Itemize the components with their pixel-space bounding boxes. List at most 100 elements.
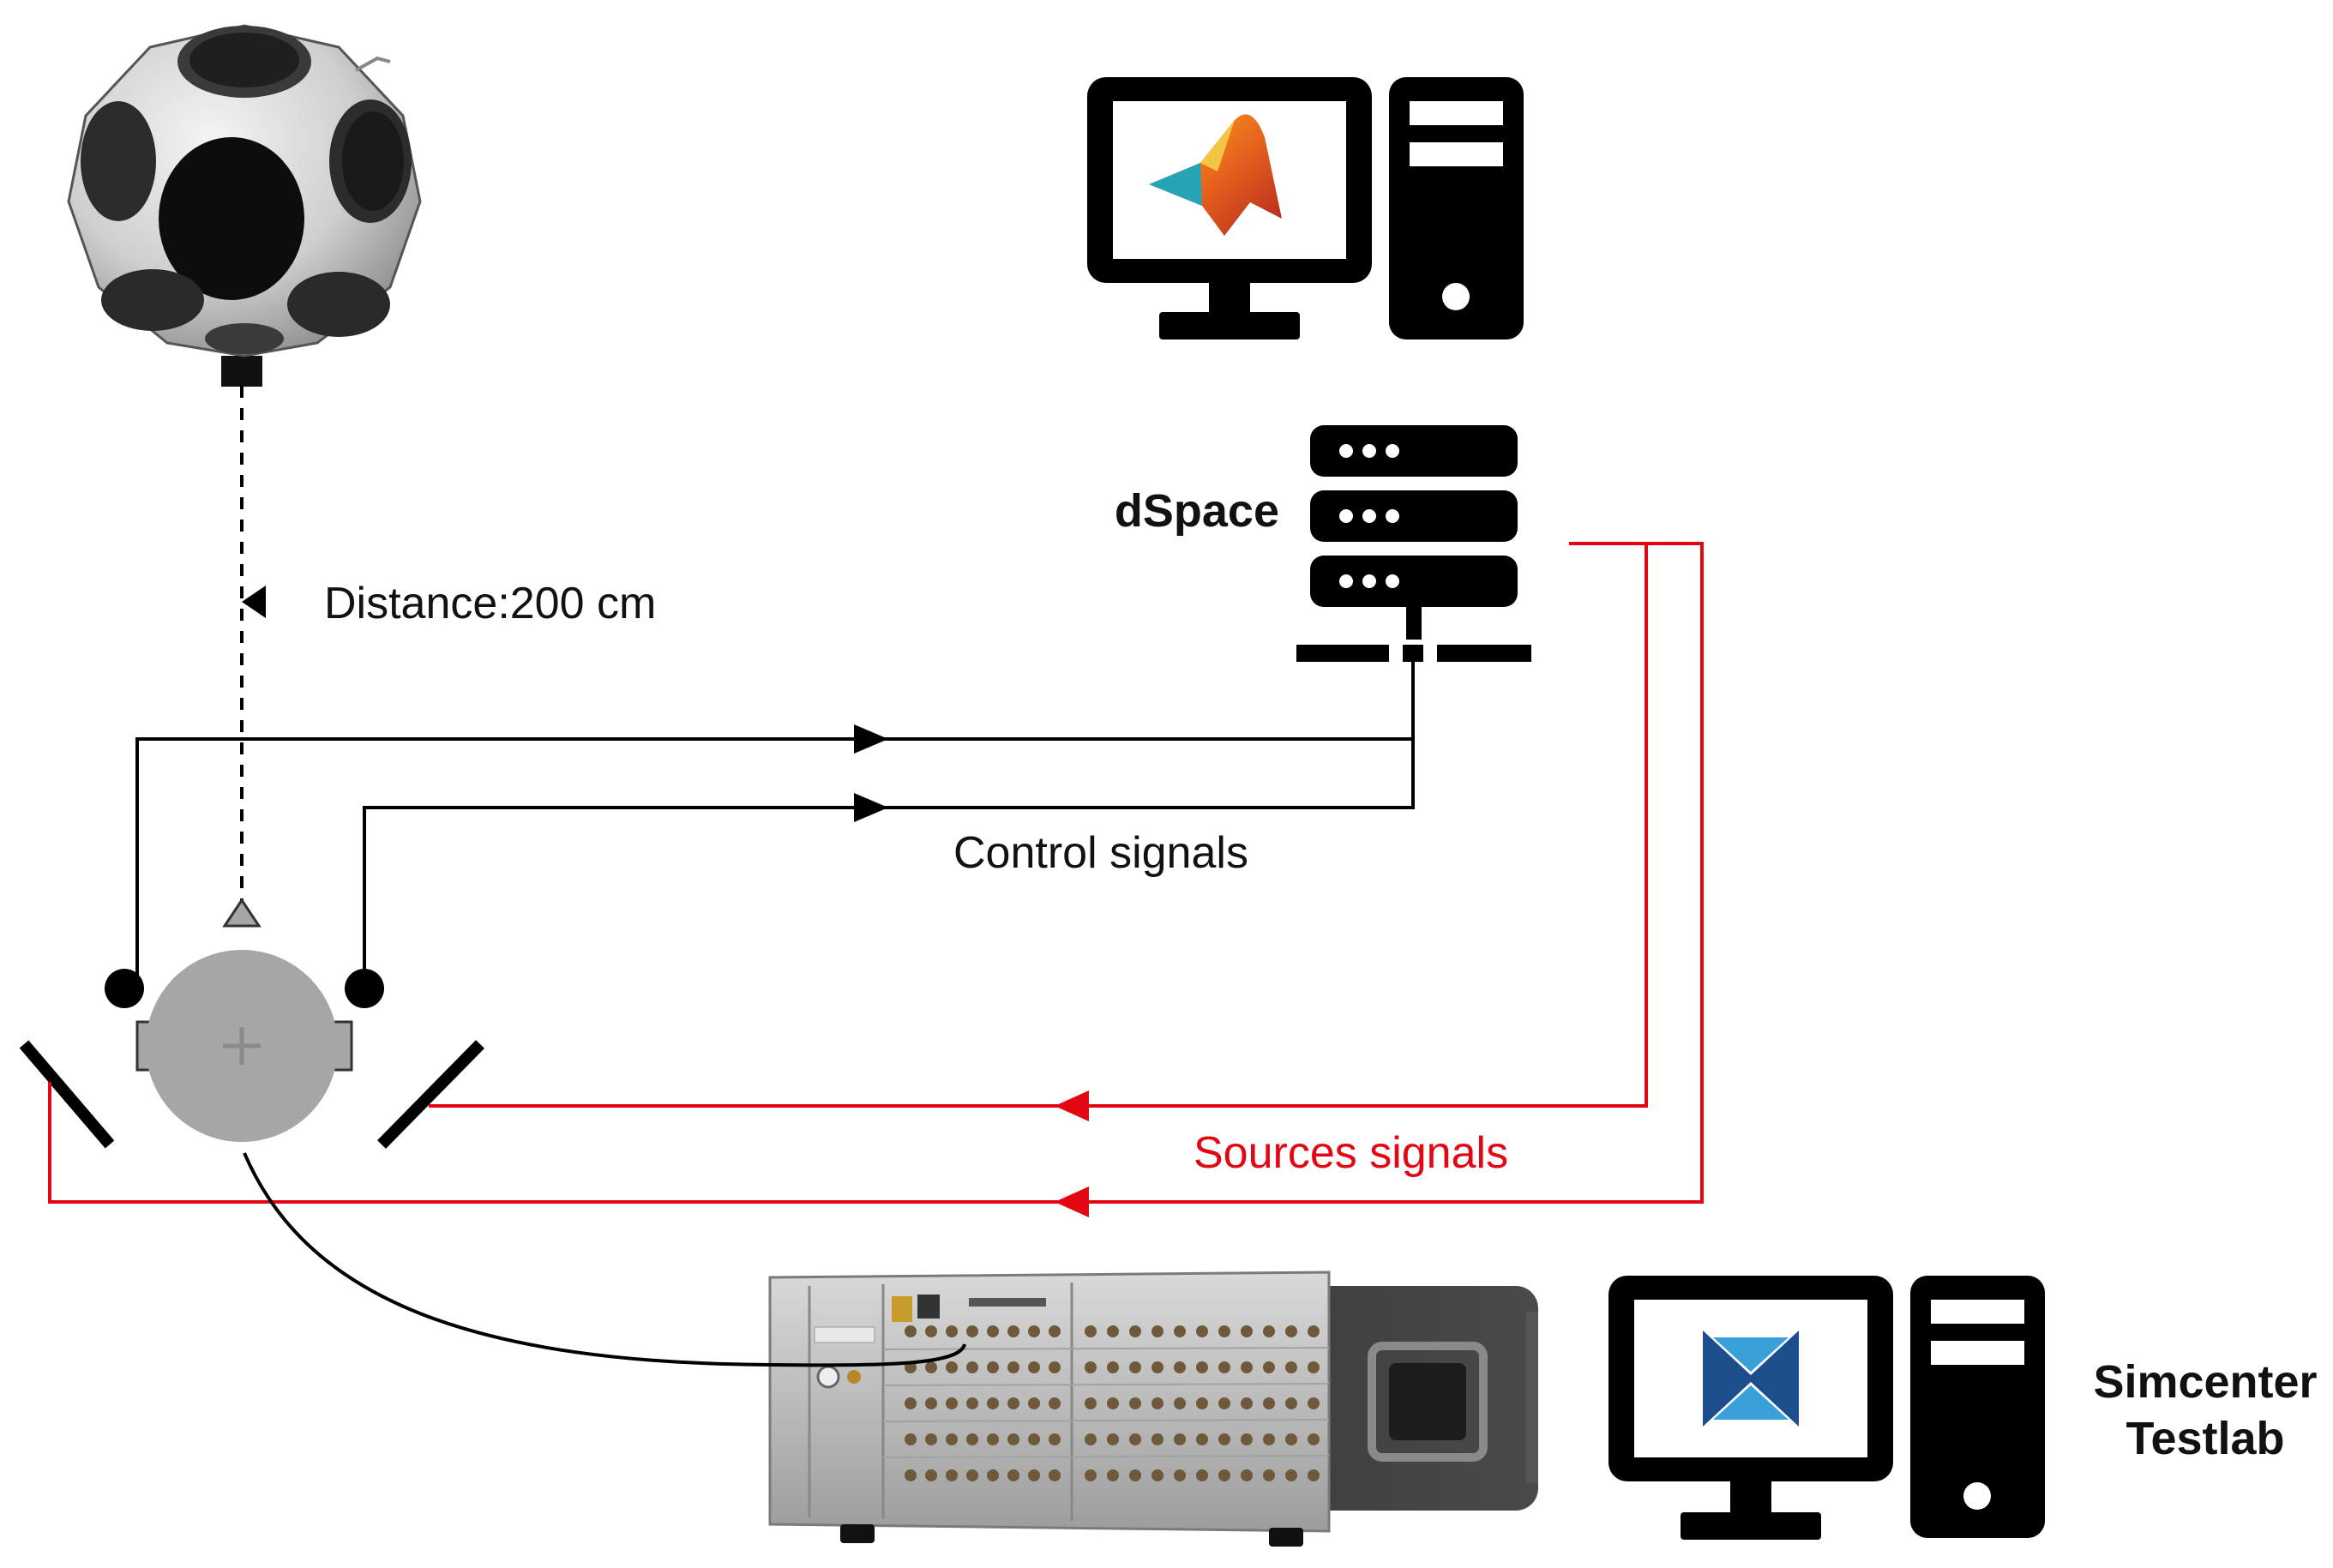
- bnc-connector-icon: [1285, 1433, 1297, 1445]
- bnc-connector-icon: [905, 1469, 917, 1481]
- bnc-connector-icon: [1218, 1469, 1230, 1481]
- bnc-connector-icon: [946, 1325, 958, 1337]
- bnc-connector-icon: [1174, 1397, 1186, 1409]
- bnc-connector-icon: [1129, 1469, 1141, 1481]
- bnc-connector-icon: [1007, 1397, 1019, 1409]
- bnc-connector-icon: [1028, 1469, 1040, 1481]
- distance-arrow-icon: [242, 586, 266, 618]
- bnc-connector-icon: [1174, 1361, 1186, 1373]
- bnc-connector-icon: [1263, 1325, 1275, 1337]
- simcenter-label-line1: Simcenter: [2093, 1356, 2317, 1408]
- bnc-connector-icon: [1085, 1469, 1097, 1481]
- bnc-connector-icon: [1028, 1325, 1040, 1337]
- control-arrow-1-icon: [854, 724, 888, 754]
- bnc-connector-icon: [1129, 1325, 1141, 1337]
- matlab-computer-icon: [1087, 77, 1524, 339]
- bnc-connector-icon: [1151, 1361, 1163, 1373]
- bnc-connector-icon: [905, 1325, 917, 1337]
- bnc-connector-icon: [1129, 1361, 1141, 1373]
- bnc-connector-icon: [1196, 1397, 1208, 1409]
- bnc-connector-icon: [1308, 1469, 1320, 1481]
- bnc-connector-icon: [1107, 1433, 1119, 1445]
- bnc-connector-icon: [1263, 1361, 1275, 1373]
- bnc-connector-icon: [1085, 1361, 1097, 1373]
- bnc-connector-icon: [1028, 1433, 1040, 1445]
- bnc-connector-icon: [1085, 1433, 1097, 1445]
- bnc-connector-icon: [966, 1325, 978, 1337]
- bnc-connector-icon: [966, 1361, 978, 1373]
- bnc-connector-icon: [1007, 1325, 1019, 1337]
- bnc-connector-icon: [1107, 1397, 1119, 1409]
- bnc-connector-icon: [1049, 1361, 1061, 1373]
- bnc-connector-icon: [946, 1361, 958, 1373]
- bnc-connector-icon: [946, 1469, 958, 1481]
- bnc-connector-icon: [1151, 1469, 1163, 1481]
- bnc-connector-icon: [925, 1397, 937, 1409]
- bnc-connector-icon: [1308, 1325, 1320, 1337]
- bnc-connector-icon: [1308, 1433, 1320, 1445]
- right-ear-microphone-icon: [345, 969, 384, 1008]
- bnc-connector-icon: [1028, 1361, 1040, 1373]
- bnc-connector-icon: [1196, 1361, 1208, 1373]
- bnc-connector-icon: [1218, 1397, 1230, 1409]
- left-ear-microphone-icon: [105, 969, 144, 1008]
- bnc-connector-icon: [1285, 1361, 1297, 1373]
- source-arrow-2-icon: [1055, 1187, 1089, 1217]
- bnc-connector-icon: [1049, 1397, 1061, 1409]
- control-signal-lines: [135, 662, 1415, 984]
- bnc-connector-icon: [1241, 1397, 1253, 1409]
- bnc-connector-icon: [1218, 1325, 1230, 1337]
- bnc-connector-icon: [1241, 1325, 1253, 1337]
- bnc-connector-icon: [1196, 1469, 1208, 1481]
- bnc-connector-icon: [1218, 1361, 1230, 1373]
- bnc-connector-icon: [1007, 1469, 1019, 1481]
- bnc-connector-icon: [1241, 1469, 1253, 1481]
- simcenter-label-line2: Testlab: [2126, 1413, 2284, 1464]
- bnc-connector-icon: [1049, 1325, 1061, 1337]
- bnc-connector-icon: [1174, 1433, 1186, 1445]
- bnc-connector-icon: [966, 1397, 978, 1409]
- bnc-connector-icon: [1085, 1325, 1097, 1337]
- data-acquisition-frontend-icon: [768, 1271, 1538, 1547]
- daq-connector-grid: [905, 1325, 1320, 1481]
- binaural-cable: [243, 1152, 966, 1367]
- bnc-connector-icon: [966, 1469, 978, 1481]
- bnc-connector-icon: [987, 1469, 999, 1481]
- bnc-connector-icon: [987, 1361, 999, 1373]
- bnc-connector-icon: [987, 1325, 999, 1337]
- bnc-connector-icon: [1028, 1397, 1040, 1409]
- bnc-connector-icon: [1196, 1433, 1208, 1445]
- bnc-connector-icon: [925, 1361, 937, 1373]
- testlab-logo-icon: [1703, 1331, 1799, 1427]
- bnc-connector-icon: [1129, 1433, 1141, 1445]
- bnc-connector-icon: [1151, 1397, 1163, 1409]
- bnc-connector-icon: [1085, 1397, 1097, 1409]
- bnc-connector-icon: [1151, 1433, 1163, 1445]
- bnc-connector-icon: [1285, 1469, 1297, 1481]
- bnc-connector-icon: [1007, 1433, 1019, 1445]
- dodecahedron-speaker-icon: [67, 24, 422, 387]
- bnc-connector-icon: [1263, 1433, 1275, 1445]
- listener-head-icon: [135, 898, 353, 1142]
- bnc-connector-icon: [1174, 1325, 1186, 1337]
- bnc-connector-icon: [905, 1397, 917, 1409]
- bnc-connector-icon: [1151, 1325, 1163, 1337]
- bnc-connector-icon: [946, 1397, 958, 1409]
- bnc-connector-icon: [1308, 1361, 1320, 1373]
- bnc-connector-icon: [1007, 1361, 1019, 1373]
- bnc-connector-icon: [966, 1433, 978, 1445]
- bnc-connector-icon: [925, 1325, 937, 1337]
- distance-label: Distance:200 cm: [324, 579, 656, 628]
- bnc-connector-icon: [1107, 1325, 1119, 1337]
- bnc-connector-icon: [1308, 1397, 1320, 1409]
- bnc-connector-icon: [1049, 1469, 1061, 1481]
- bnc-connector-icon: [905, 1433, 917, 1445]
- bnc-connector-icon: [1241, 1361, 1253, 1373]
- source-signal-lines: [48, 542, 1704, 1204]
- sources-signals-label: Sources signals: [1194, 1128, 1508, 1178]
- bnc-connector-icon: [1285, 1325, 1297, 1337]
- source-arrow-1-icon: [1055, 1090, 1089, 1121]
- bnc-connector-icon: [1241, 1433, 1253, 1445]
- testlab-computer-icon: [1608, 1276, 2045, 1540]
